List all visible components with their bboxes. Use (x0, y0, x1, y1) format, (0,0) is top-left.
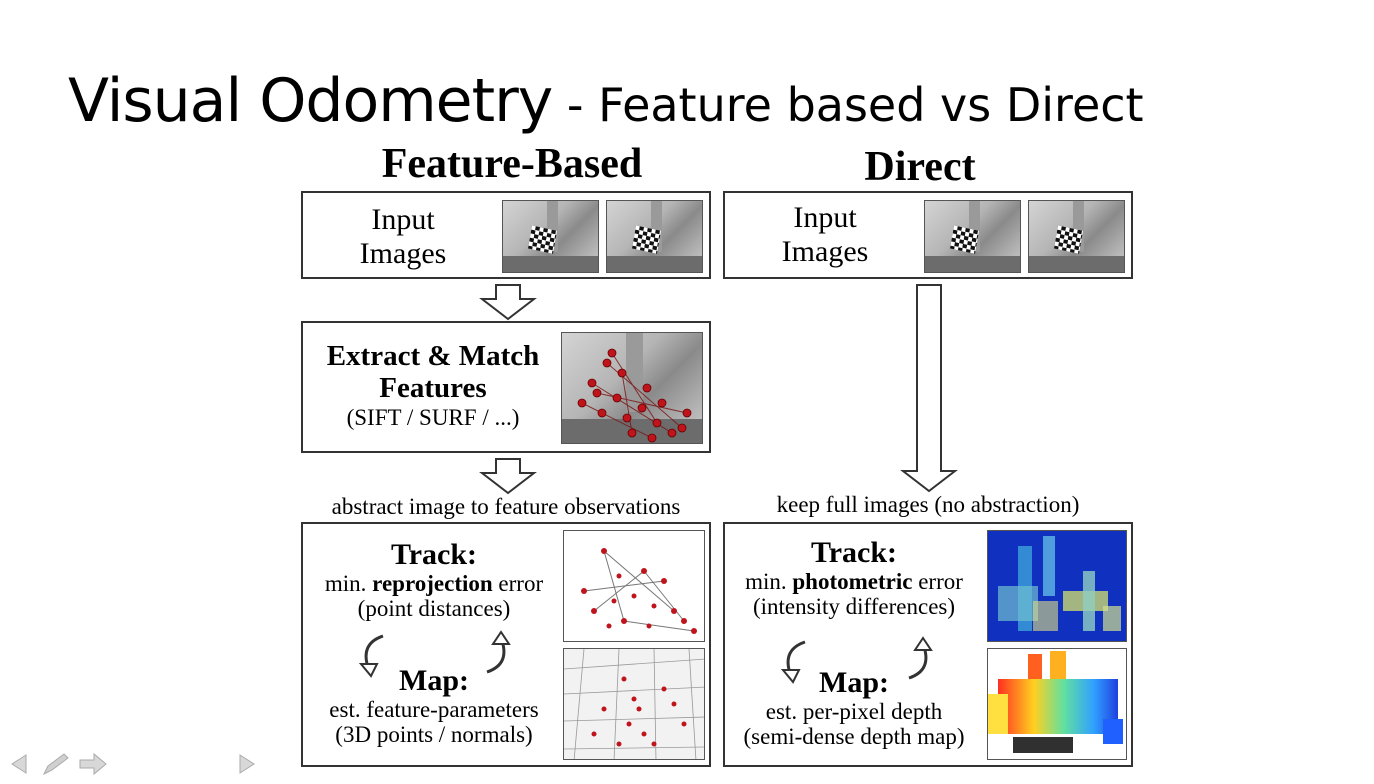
feature-match-image (561, 332, 703, 444)
direct-map-title: Map: (819, 666, 889, 699)
feature-input-label: Input Images (333, 203, 473, 271)
direct-track-bold: photometric (792, 569, 913, 594)
feature-track-label: Track: min. reprojection error (point di… (307, 538, 561, 622)
feature-arrow-down-1 (479, 284, 537, 321)
feature-track-post: error (492, 571, 544, 596)
feature-extract-line3: (SIFT / SURF / ...) (346, 404, 520, 430)
direct-track-label: Track: min. photometric error (intensity… (725, 536, 983, 620)
direct-track-image (987, 530, 1127, 642)
direct-input-label: Input Images (755, 201, 895, 269)
feature-track-sub: (point distances) (357, 596, 511, 622)
feature-input-box: Input Images (301, 191, 711, 279)
feature-input-image-2 (606, 200, 703, 273)
feature-map-grid (564, 649, 704, 759)
arrow-left-icon[interactable] (8, 752, 30, 776)
direct-map-label: Map: est. per-pixel depth (semi-dense de… (725, 666, 983, 750)
feature-track-line: min. reprojection error (307, 571, 561, 596)
direct-cycle-right-icon (908, 636, 933, 680)
feature-cycle-right-icon (486, 630, 511, 674)
feature-caption: abstract image to feature observations (331, 494, 681, 519)
feature-track-pre: min. (324, 571, 373, 596)
feature-match-overlay (577, 348, 692, 443)
feature-based-heading: Feature-Based (381, 141, 643, 187)
direct-map-line2: (semi-dense depth map) (743, 724, 965, 750)
feature-input-line1: Input (371, 203, 435, 236)
feature-input-image-1 (502, 200, 599, 273)
direct-map-image (987, 648, 1127, 760)
feature-extract-label: Extract & Match Features (SIFT / SURF / … (313, 340, 553, 430)
feature-track-title: Track: (390, 538, 478, 571)
direct-cycle-left-icon (780, 640, 806, 684)
direct-track-line: min. photometric error (725, 569, 983, 594)
feature-track-map-box: Track: min. reprojection error (point di… (301, 522, 711, 767)
direct-input-image-1 (924, 200, 1021, 273)
direct-track-intensity (998, 536, 1121, 631)
direct-map-depth (988, 651, 1123, 753)
feature-extract-box: Extract & Match Features (SIFT / SURF / … (301, 321, 711, 453)
slide-title-main: Visual Odometry (68, 66, 553, 136)
feature-extract-line1: Extract & Match (326, 340, 540, 372)
play-icon[interactable] (236, 752, 258, 776)
direct-input-line1: Input (793, 201, 857, 234)
feature-track-bold: reprojection (372, 571, 493, 596)
direct-input-image-2 (1028, 200, 1125, 273)
pen-icon[interactable] (40, 752, 70, 778)
arrow-right-icon[interactable] (78, 752, 108, 776)
direct-track-post: error (912, 569, 963, 594)
feature-track-graph (581, 548, 697, 634)
direct-track-title: Track: (810, 536, 898, 569)
feature-map-line2: (3D points / normals) (335, 722, 533, 748)
direct-track-pre: min. (745, 569, 793, 594)
feature-arrow-down-2 (479, 458, 537, 495)
feature-map-title: Map: (399, 664, 469, 697)
direct-input-line2: Images (781, 235, 869, 268)
feature-extract-line2: Features (379, 371, 487, 404)
slide-title: Visual Odometry - Feature based vs Direc… (68, 66, 1144, 136)
direct-arrow-down (900, 284, 958, 493)
direct-track-map-box: Track: min. photometric error (intensity… (723, 522, 1133, 767)
slide-title-sub: - Feature based vs Direct (552, 78, 1144, 132)
direct-input-box: Input Images (723, 191, 1133, 279)
feature-map-line1: est. feature-parameters (329, 697, 539, 722)
feature-cycle-left-icon (358, 634, 384, 678)
feature-map-image (563, 648, 705, 760)
direct-map-line1: est. per-pixel depth (765, 699, 943, 724)
feature-track-image (563, 530, 705, 642)
direct-caption: keep full images (no abstraction) (776, 492, 1080, 517)
feature-input-line2: Images (359, 237, 447, 270)
feature-map-label: Map: est. feature-parameters (3D points … (307, 664, 561, 748)
direct-heading: Direct (864, 144, 976, 190)
direct-track-sub: (intensity differences) (752, 594, 956, 620)
